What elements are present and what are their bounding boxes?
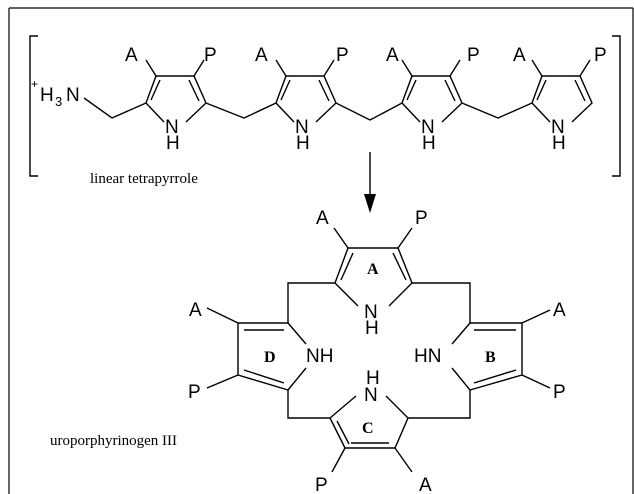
ring-a: A N H A P bbox=[316, 208, 428, 339]
bridge-a-b bbox=[412, 282, 471, 323]
ring-b-acetate: A bbox=[553, 300, 566, 321]
ring-c-n: N bbox=[364, 385, 378, 406]
pyrrole-4: N H A P bbox=[513, 45, 607, 154]
linear-tetrapyrrole: + H 3 N N H A P N H bbox=[31, 45, 607, 187]
pyrrole-4-propionate: P bbox=[594, 45, 607, 66]
pyrrole-3: N H A P bbox=[386, 45, 480, 154]
ring-c-propionate: P bbox=[315, 475, 328, 494]
ring-c: C H N P A bbox=[315, 368, 432, 494]
ring-label-b: B bbox=[485, 349, 496, 366]
bridge-a-d bbox=[287, 282, 335, 323]
ring-a-acetate: A bbox=[316, 208, 329, 229]
amine-charge: + bbox=[31, 77, 38, 91]
ring-d-acetate: A bbox=[189, 300, 202, 321]
ring-a-h: H bbox=[365, 318, 379, 339]
pyrrole-3-acetate: A bbox=[386, 45, 399, 66]
ring-a-n: N bbox=[364, 302, 378, 323]
bracket-left bbox=[29, 35, 38, 177]
pyrrole-3-h: H bbox=[422, 133, 436, 154]
pyrrole-1-h: H bbox=[166, 133, 180, 154]
pyrrole-2-h: H bbox=[296, 133, 310, 154]
amine-n: N bbox=[66, 85, 80, 106]
ring-c-h: H bbox=[366, 368, 380, 389]
pyrrole-1-n: N bbox=[165, 117, 179, 138]
ring-a-propionate: P bbox=[415, 208, 428, 229]
cyclic-caption: uroporphyrinogen III bbox=[50, 433, 177, 449]
pyrrole-4-n: N bbox=[551, 117, 565, 138]
pyrrole-1: N H A P bbox=[125, 45, 217, 154]
ring-label-a: A bbox=[367, 261, 379, 278]
ring-c-acetate: A bbox=[419, 475, 432, 494]
reaction-arrow bbox=[364, 152, 376, 213]
bridge-d-c bbox=[287, 390, 330, 419]
ring-d-propionate: P bbox=[188, 382, 201, 403]
ring-b: B HN A P bbox=[414, 300, 566, 403]
pyrrole-4-h: H bbox=[552, 133, 566, 154]
amine-h: H bbox=[40, 85, 54, 106]
ring-b-propionate: P bbox=[553, 382, 566, 403]
outer-frame bbox=[8, 7, 634, 494]
pyrrole-3-propionate: P bbox=[467, 45, 480, 66]
amine-subscript: 3 bbox=[55, 94, 62, 109]
ring-d-nh: NH bbox=[306, 346, 333, 367]
uroporphyrinogen-iii: A N H A P D NH A P bbox=[50, 208, 566, 494]
pyrrole-1-acetate: A bbox=[125, 45, 138, 66]
pyrrole-3-n: N bbox=[421, 117, 435, 138]
bracket-right bbox=[612, 35, 621, 177]
pyrrole-2-n: N bbox=[295, 117, 309, 138]
bridge-b-c bbox=[408, 390, 471, 419]
pyrrole-2-propionate: P bbox=[336, 45, 349, 66]
ring-label-c: C bbox=[362, 420, 374, 437]
pyrrole-1-propionate: P bbox=[204, 45, 217, 66]
pyrrole-2: N H A P bbox=[255, 45, 349, 154]
ring-label-d: D bbox=[264, 349, 276, 366]
pyrrole-2-acetate: A bbox=[255, 45, 268, 66]
pyrrole-4-acetate: A bbox=[513, 45, 526, 66]
ring-d: D NH A P bbox=[188, 300, 333, 403]
linear-caption: linear tetrapyrrole bbox=[90, 171, 198, 187]
ring-b-hn: HN bbox=[414, 346, 441, 367]
